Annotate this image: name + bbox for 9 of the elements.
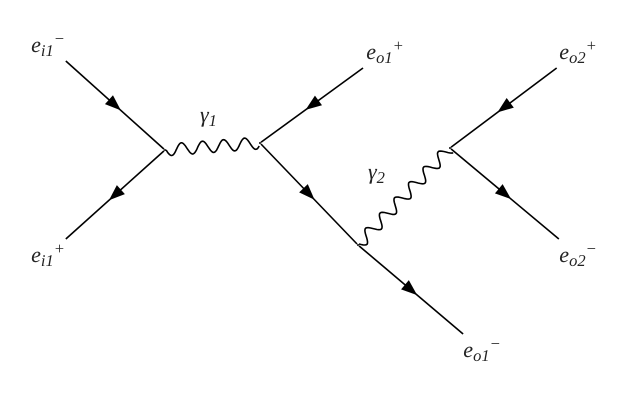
fermion-line <box>450 67 558 148</box>
fermion-line <box>260 67 364 143</box>
fermion-line <box>65 60 165 150</box>
fermion-line <box>450 148 560 240</box>
fermion-line <box>65 150 165 240</box>
photon-wavy-line <box>358 150 454 246</box>
photon-wavy-line <box>165 137 260 156</box>
fermion-line <box>260 143 358 245</box>
fermion-line <box>358 245 464 335</box>
